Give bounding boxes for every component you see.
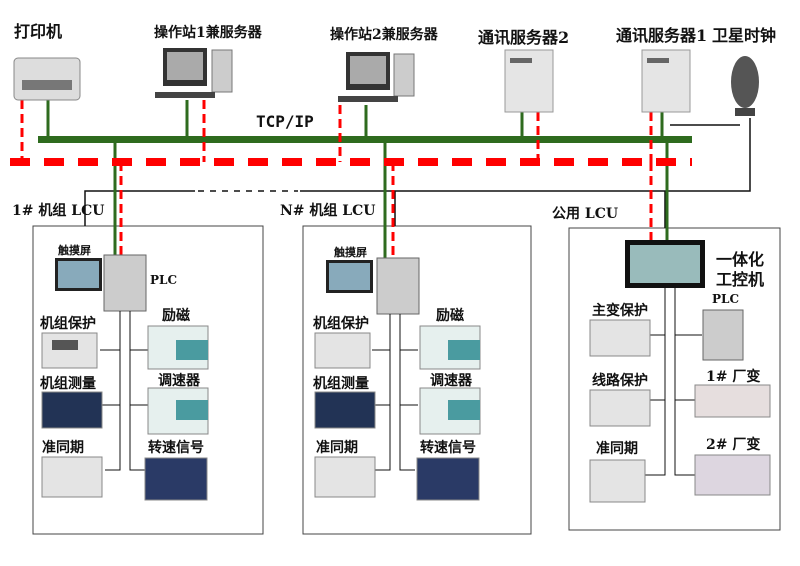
common-sync-label: 准同期: [596, 441, 638, 457]
lcun-devices: [314, 257, 481, 501]
common-title: 公用 LCU: [552, 206, 619, 222]
lcu1-gov-label: 调速器: [158, 373, 200, 389]
ipc-label-1: 一体化: [716, 250, 765, 269]
lcun-sync-label: 准同期: [316, 440, 358, 456]
printer-label: 打印机: [14, 22, 63, 41]
lcu1-sync-label: 准同期: [42, 440, 84, 456]
lcu1-prot-label: 机组保护: [40, 316, 96, 332]
red-drops: [20, 100, 653, 258]
main-tx-prot-label: 主变保护: [592, 303, 648, 319]
ipc-label-2: 工控机: [716, 270, 765, 289]
line-prot-label: 线路保护: [592, 373, 648, 389]
printer-icon: [13, 57, 81, 101]
aux-tx2-label: 2# 厂变: [706, 437, 761, 453]
lcun-exc-label: 励磁: [436, 308, 464, 324]
common-plc-label: PLC: [712, 292, 740, 306]
workstation1-icon: [155, 48, 233, 98]
lcu1-meas-label: 机组测量: [40, 376, 96, 392]
satellite-dish-icon: [731, 56, 759, 116]
green-drops: [46, 100, 669, 258]
lcun-prot-label: 机组保护: [313, 316, 369, 332]
aux-tx1-label: 1# 厂变: [706, 369, 761, 385]
lcun-box: [302, 225, 532, 535]
workstation2-icon: [338, 52, 415, 102]
common-devices: [589, 240, 771, 503]
lcu1-devices: [41, 254, 209, 501]
lcun-touch-label: 触摸屏: [334, 246, 367, 259]
comm-server2-label: 通讯服务器2: [478, 28, 570, 47]
common-box: [568, 227, 781, 531]
lcu1-speed-label: 转速信号: [148, 440, 204, 456]
station1-label: 操作站1兼服务器: [154, 25, 262, 41]
clock-sync-line: [84, 118, 751, 228]
lcun-meas-label: 机组测量: [313, 376, 369, 392]
comm-server1-icon: [641, 49, 691, 113]
satellite-clock-label: 卫星时钟: [712, 26, 777, 45]
lcu1-box: [32, 225, 264, 535]
lcu1-exc-label: 励磁: [162, 308, 190, 324]
lcun-speed-label: 转速信号: [420, 440, 476, 456]
lcu1-plc-label: PLC: [150, 273, 178, 287]
tcp-ip-green-bus: [38, 136, 692, 143]
station2-label: 操作站2兼服务器: [330, 27, 438, 43]
lcu1-title: 1# 机组 LCU: [12, 203, 105, 219]
lcu1-touch-label: 触摸屏: [58, 244, 91, 257]
tcp-ip-label: TCP/IP: [256, 112, 314, 131]
comm-server2-icon: [504, 49, 554, 113]
lcun-gov-label: 调速器: [430, 373, 472, 389]
lcun-title: N# 机组 LCU: [280, 203, 376, 219]
comm-server1-label: 通讯服务器1: [616, 26, 708, 45]
